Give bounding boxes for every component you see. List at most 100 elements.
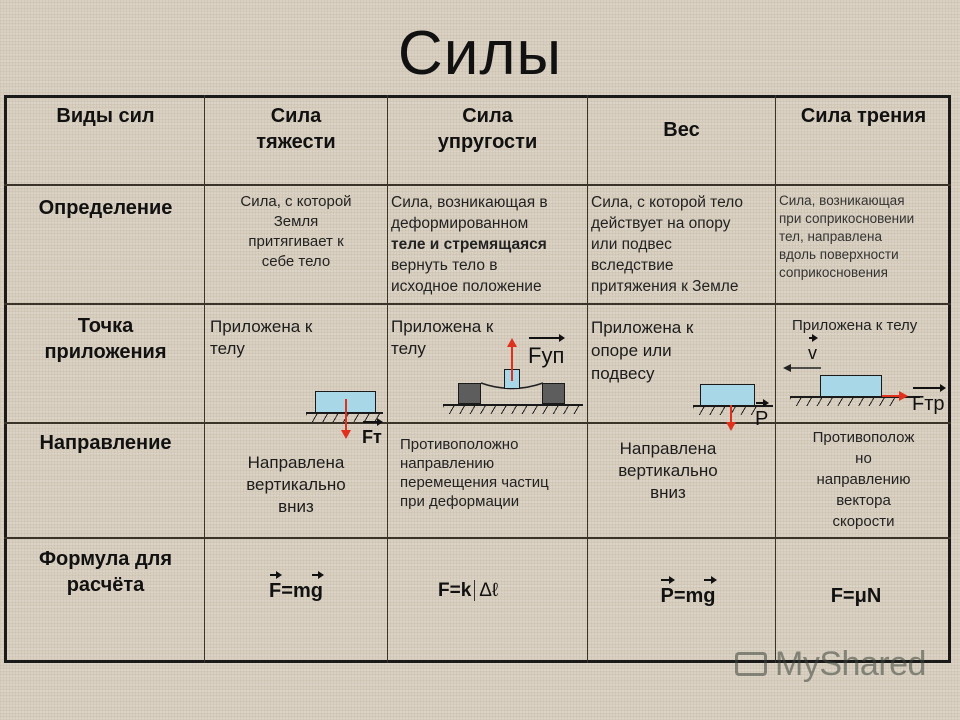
text-line: телу	[391, 339, 426, 358]
text-line: деформированном	[391, 215, 529, 232]
force-vector-symbol: Fт	[362, 418, 383, 447]
row-label-formula: Формула для расчёта	[7, 546, 204, 598]
header-line: Вес	[663, 119, 700, 141]
watermark: MyShared	[775, 645, 926, 683]
text-line: Земля	[273, 213, 319, 230]
text-line: теле и стремящаяся	[391, 236, 547, 253]
definition-weight: Сила, с которой тело действует на опору …	[591, 192, 775, 297]
arrow-head-icon	[899, 391, 908, 401]
text-line: Сила, возникающая в	[391, 194, 548, 211]
text-line: Противоположно	[400, 436, 519, 453]
header-line: Сила	[270, 105, 322, 127]
vector-symbol: F	[269, 571, 283, 602]
row-divider	[4, 422, 951, 424]
elastic-force-label: Fуп	[528, 334, 566, 369]
row-divider	[4, 537, 951, 539]
text-line: Приложена к	[210, 317, 313, 336]
formula-friction: F=μN	[776, 585, 936, 608]
text-line: Сила, с которой тело	[591, 194, 744, 211]
text-line: опоре или	[591, 341, 672, 360]
text-line: Сила, с которой	[240, 193, 352, 210]
row-label-definition: Определение	[38, 197, 173, 219]
definition-friction: Сила, возникающая при соприкосновении те…	[779, 192, 951, 282]
row-divider	[4, 303, 951, 305]
text-line: действует на опору	[591, 215, 731, 232]
header-force-types: Виды сил	[7, 103, 204, 129]
force-vector-symbol: Fтр	[912, 384, 945, 415]
definition-elastic: Сила, возникающая в деформированном теле…	[391, 192, 587, 297]
text-line: Противополож	[812, 429, 915, 446]
application-elastic: Приложена к телу	[391, 316, 586, 360]
ground-line	[443, 404, 583, 406]
header-elastic: Сила упругости	[388, 103, 587, 155]
formula-abs-value: Δℓ	[474, 580, 499, 601]
weight-force-arrow	[730, 405, 732, 425]
header-line: Виды сил	[56, 105, 155, 127]
header-gravity: Сила тяжести	[205, 103, 387, 155]
support-block-left	[458, 383, 481, 404]
velocity-vector-symbol: v	[808, 334, 818, 363]
text-line: вследствие	[591, 257, 674, 274]
text-line: или подвес	[591, 236, 672, 253]
body-block	[820, 375, 882, 397]
gravity-force-label: Fт	[362, 418, 383, 448]
elastic-force-arrow	[511, 345, 513, 381]
velocity-label: v	[808, 334, 818, 364]
formula-text: F=μN	[830, 585, 882, 607]
header-weight: Вес	[588, 117, 775, 143]
text-line: Точка	[77, 315, 134, 337]
text-line: подвесу	[591, 364, 655, 383]
column-divider	[204, 95, 205, 663]
text-line: Приложена к	[391, 317, 494, 336]
definition-gravity: Сила, с которой Земля притягивает к себе…	[205, 192, 387, 272]
application-friction: Приложена к телу	[792, 316, 952, 335]
force-vector-symbol: P	[755, 399, 770, 430]
direction-gravity: Направлена вертикально вниз	[205, 452, 387, 518]
header-line: Сила трения	[800, 105, 927, 127]
header-line: упругости	[437, 131, 538, 153]
arrow-head-icon	[507, 338, 517, 347]
text-line: вертикально	[246, 475, 346, 494]
forces-table	[4, 95, 951, 663]
support-block-right	[542, 383, 565, 404]
text-line: Приложена к	[591, 318, 694, 337]
column-divider	[587, 95, 588, 663]
row-divider	[4, 184, 951, 186]
text-line: направлению	[400, 455, 495, 472]
text-line: скорости	[832, 513, 895, 530]
header-line: Сила	[462, 105, 513, 127]
direction-elastic: Противоположно направлению перемещения ч…	[400, 435, 590, 511]
gravity-force-arrow	[345, 399, 347, 432]
text-line: вертикально	[618, 461, 718, 480]
text-line: направлению	[816, 471, 911, 488]
text-line: но	[855, 450, 872, 467]
text-line: Сила, возникающая	[779, 193, 905, 208]
text-line: исходное положение	[391, 278, 542, 295]
vector-symbol: g	[703, 576, 717, 607]
text-line: тел, направлена	[779, 229, 882, 244]
vector-symbol: g	[310, 571, 325, 602]
velocity-arrow-icon	[783, 364, 821, 372]
text-line: вдоль поверхности	[779, 247, 899, 262]
column-divider	[775, 95, 776, 663]
row-label-direction: Направление	[39, 432, 172, 454]
arrow-head-icon	[726, 422, 736, 431]
ground-hatch	[693, 407, 758, 415]
text-line: вниз	[650, 483, 686, 502]
text-line: притяжения к Земле	[591, 278, 739, 295]
direction-weight: Направлена вертикально вниз	[588, 438, 748, 504]
ground-line	[693, 405, 773, 407]
formula-text: =m	[673, 585, 704, 607]
direction-friction: Противополож но направлению вектора скор…	[776, 427, 951, 532]
ground-hatch	[790, 398, 900, 406]
presentation-icon	[735, 652, 767, 676]
text-line: вектора	[836, 492, 891, 509]
ground-line	[790, 396, 920, 398]
text-line: перемещения частиц	[400, 474, 549, 491]
page-title: Силы	[397, 19, 563, 88]
text-line: расчёта	[66, 574, 145, 596]
formula-text: =m	[281, 580, 311, 602]
application-weight: Приложена к опоре или подвесу	[591, 316, 775, 385]
text-line: Направлена	[247, 453, 345, 472]
text-line: вниз	[278, 497, 314, 516]
